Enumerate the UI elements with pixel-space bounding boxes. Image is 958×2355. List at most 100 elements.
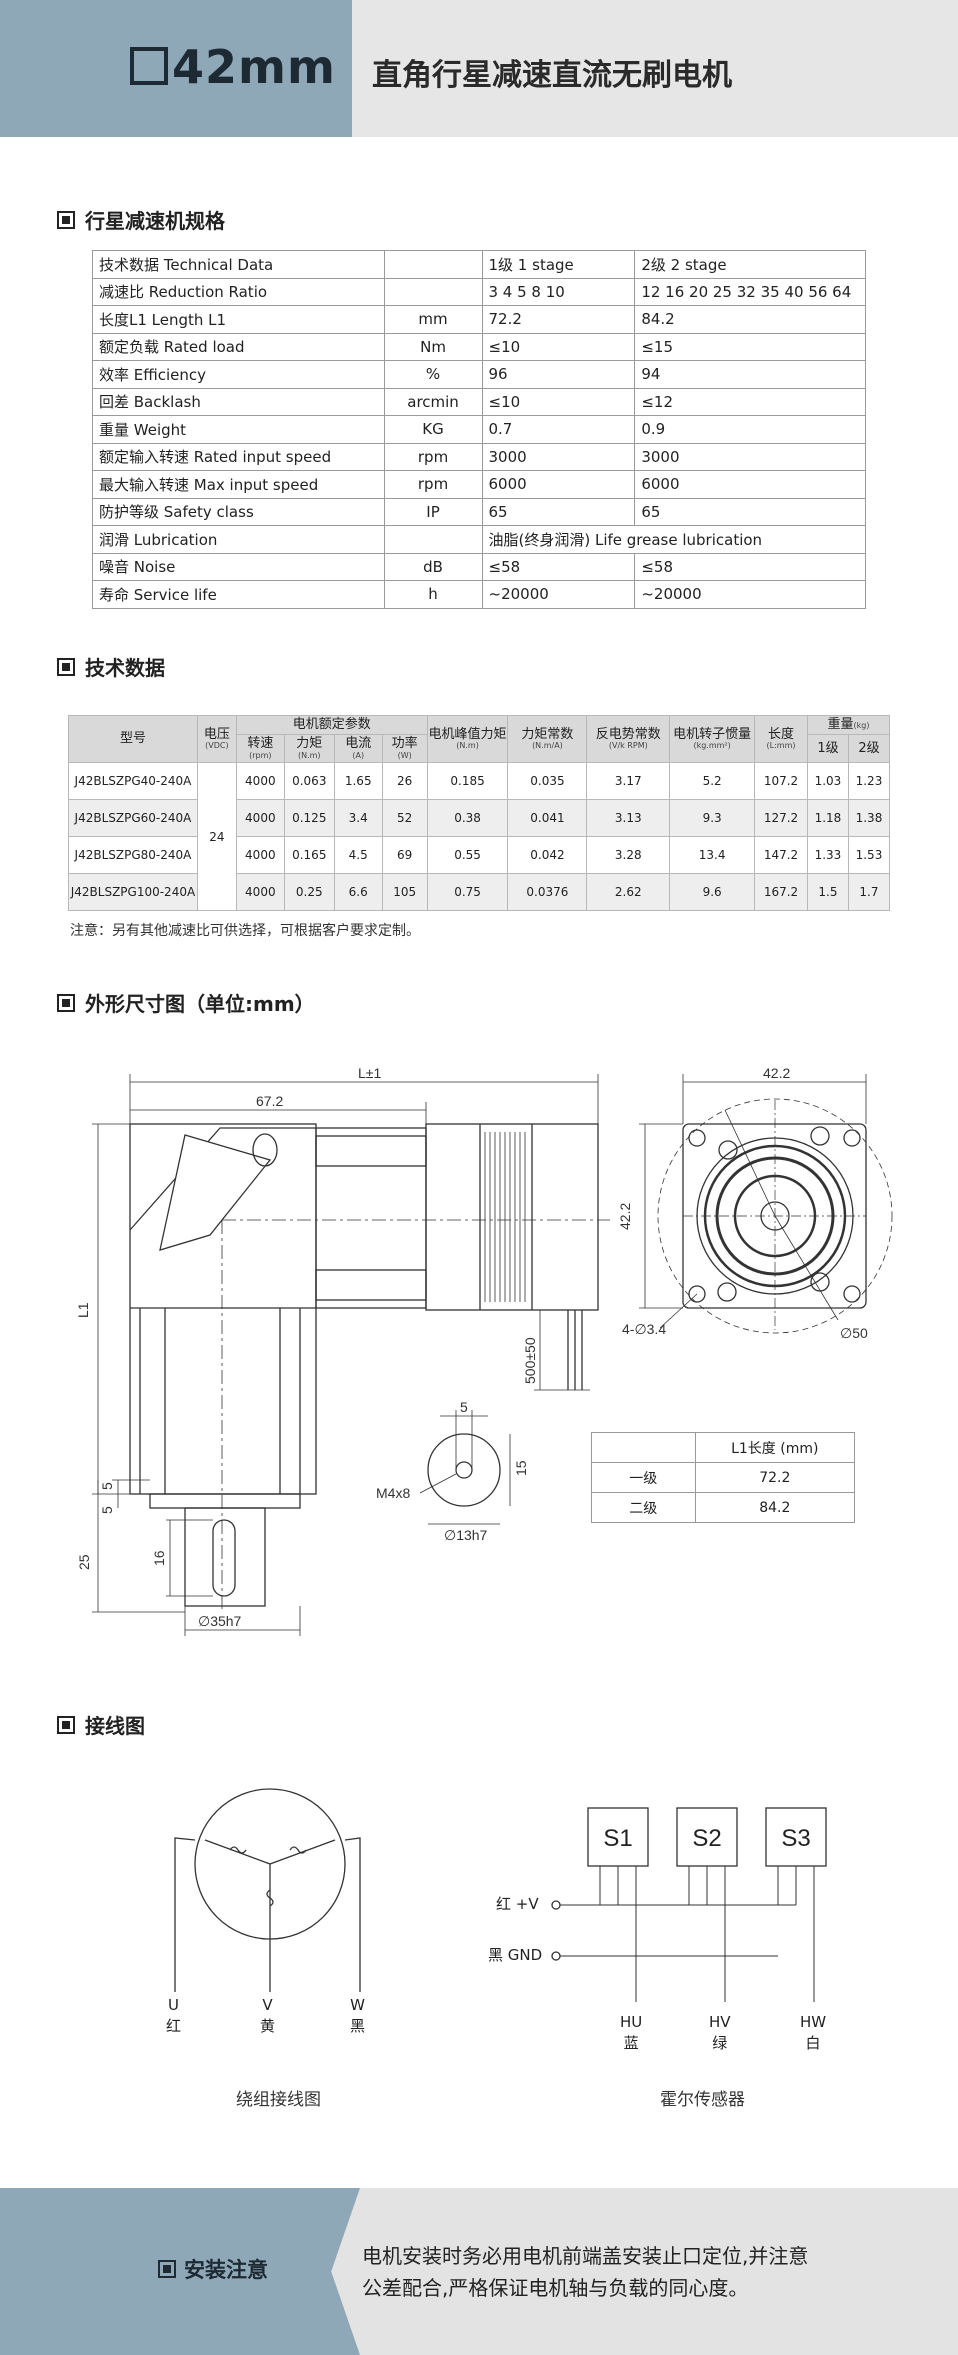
dimension-drawing: L±1 67.2 42.2 42.2 L1 5 5 25 16 ∅35h7 50… bbox=[75, 1065, 893, 1636]
table-cell: 1.7 bbox=[847, 873, 891, 912]
col-header-model: 型号 bbox=[68, 714, 198, 764]
table-cell: J42BLSZPG80-240A bbox=[68, 836, 198, 875]
table-cell: 0.38 bbox=[426, 799, 509, 838]
spec-cell bbox=[383, 277, 483, 306]
tech-table: 型号 电压(VDC) 电机额定参数 电机峰值力矩(N.m) 力矩常数(N.m/A… bbox=[68, 714, 891, 912]
footer-text: 电机安装时务必用电机前端盖安装止口定位,并注意 公差配合,严格保证电机轴与负载的… bbox=[362, 2240, 922, 2304]
lead-color: 蓝 bbox=[623, 2034, 639, 2052]
hall-caption: 霍尔传感器 bbox=[660, 2090, 745, 2110]
pitch-circle bbox=[657, 1098, 893, 1334]
table-cell: 167.2 bbox=[754, 873, 808, 912]
dim-label-42-w: 42.2 bbox=[763, 1065, 790, 1081]
note-text: 注意：另有其他减速比可供选择，可根据客户要求定制。 bbox=[70, 923, 420, 939]
spec-cell: 84.2 bbox=[634, 305, 866, 334]
spec-cell: 额定负载 Rated load bbox=[92, 332, 385, 361]
lead-label: HW bbox=[800, 2013, 827, 2031]
dim-label-16: 16 bbox=[151, 1550, 167, 1566]
section-title-spec: 行星减速机规格 bbox=[57, 205, 225, 234]
table-cell: 105 bbox=[381, 873, 428, 912]
shaft-end-hole bbox=[455, 1461, 473, 1479]
table-cell: 13.4 bbox=[669, 836, 756, 875]
table-cell: 0.0376 bbox=[507, 873, 588, 912]
col-header-length: 长度(L:mm) bbox=[754, 714, 808, 764]
l1-table-header: L1长度 (mm) bbox=[694, 1432, 856, 1463]
lead-color: 绿 bbox=[712, 2034, 728, 2052]
spec-cell: ≤10 bbox=[481, 332, 636, 361]
spec-cell: h bbox=[383, 580, 483, 609]
spec-cell: 额定输入转速 Rated input speed bbox=[92, 442, 385, 471]
table-cell: 3.4 bbox=[333, 799, 383, 838]
table-cell: J42BLSZPG40-240A bbox=[68, 762, 198, 801]
dim-label-50: ∅50 bbox=[840, 1325, 868, 1341]
table-cell: 0.165 bbox=[283, 836, 335, 875]
table-cell: 0.75 bbox=[426, 873, 509, 912]
col-header-torque: 力矩(N.m) bbox=[283, 734, 335, 764]
dim-label-13: ∅13h7 bbox=[444, 1527, 488, 1543]
l1-table-stage: 一级 bbox=[591, 1462, 696, 1493]
table-cell: 1.33 bbox=[806, 836, 849, 875]
dim-label-m4: M4x8 bbox=[376, 1485, 410, 1501]
table-cell: 26 bbox=[381, 762, 428, 801]
angle-cap bbox=[252, 1133, 278, 1167]
col-header-inertia: 电机转子惯量(kg.mm²) bbox=[669, 714, 756, 764]
dim-label-35: ∅35h7 bbox=[198, 1613, 242, 1629]
col-header-kt: 力矩常数(N.m/A) bbox=[507, 714, 588, 764]
col-header-weight-2: 2级 bbox=[847, 734, 891, 764]
footer-line: 公差配合,严格保证电机轴与负载的同心度。 bbox=[362, 2276, 749, 2300]
dim-label-5: 5 bbox=[99, 1482, 115, 1490]
spec-cell: dB bbox=[383, 552, 483, 581]
col-header-peak: 电机峰值力矩(N.m) bbox=[426, 714, 509, 764]
spec-cell: 寿命 Service life bbox=[92, 580, 385, 609]
spec-cell: 72.2 bbox=[481, 305, 636, 334]
spec-cell: ≤58 bbox=[481, 552, 636, 581]
dim-label-25: 25 bbox=[76, 1554, 92, 1570]
winding-caption: 绕组接线图 bbox=[236, 2090, 321, 2110]
spec-cell: KG bbox=[383, 415, 483, 444]
product-size: 42mm bbox=[130, 40, 336, 94]
spec-cell: 技术数据 Technical Data bbox=[92, 250, 385, 279]
spec-cell: 65 bbox=[634, 497, 866, 526]
spec-cell: rpm bbox=[383, 470, 483, 499]
spec-cell: 12 16 20 25 32 35 40 56 64 bbox=[634, 277, 866, 306]
col-header-current: 电流(A) bbox=[333, 734, 383, 764]
table-cell: 0.185 bbox=[426, 762, 509, 801]
l1-table-value: 72.2 bbox=[694, 1462, 856, 1493]
table-cell: 9.3 bbox=[669, 799, 756, 838]
dim-label-l: L±1 bbox=[358, 1065, 381, 1081]
table-cell: 4000 bbox=[235, 873, 285, 912]
hall-label-s1: S1 bbox=[603, 1825, 632, 1852]
table-cell: 0.25 bbox=[283, 873, 335, 912]
spec-cell: ~20000 bbox=[634, 580, 866, 609]
footer-accent bbox=[0, 2188, 360, 2355]
spec-cell: 3000 bbox=[481, 442, 636, 471]
output-flange bbox=[149, 1493, 301, 1509]
spec-cell: ~20000 bbox=[481, 580, 636, 609]
spec-cell: 96 bbox=[481, 360, 636, 389]
table-cell: 1.18 bbox=[806, 799, 849, 838]
section-bullet-icon bbox=[57, 994, 75, 1012]
table-cell: 69 bbox=[381, 836, 428, 875]
table-cell: 147.2 bbox=[754, 836, 808, 875]
spec-cell: Nm bbox=[383, 332, 483, 361]
spec-cell: mm bbox=[383, 305, 483, 334]
section-title-wiring: 接线图 bbox=[57, 1710, 145, 1739]
lead-label: HU bbox=[620, 2013, 643, 2031]
dim-label-67: 67.2 bbox=[256, 1093, 283, 1109]
table-cell: 4000 bbox=[235, 799, 285, 838]
spec-cell bbox=[383, 250, 483, 279]
lead-color: 黄 bbox=[260, 2017, 276, 2035]
spec-cell: 重量 Weight bbox=[92, 415, 385, 444]
table-cell: 52 bbox=[381, 799, 428, 838]
table-cell: 3.17 bbox=[586, 762, 671, 801]
